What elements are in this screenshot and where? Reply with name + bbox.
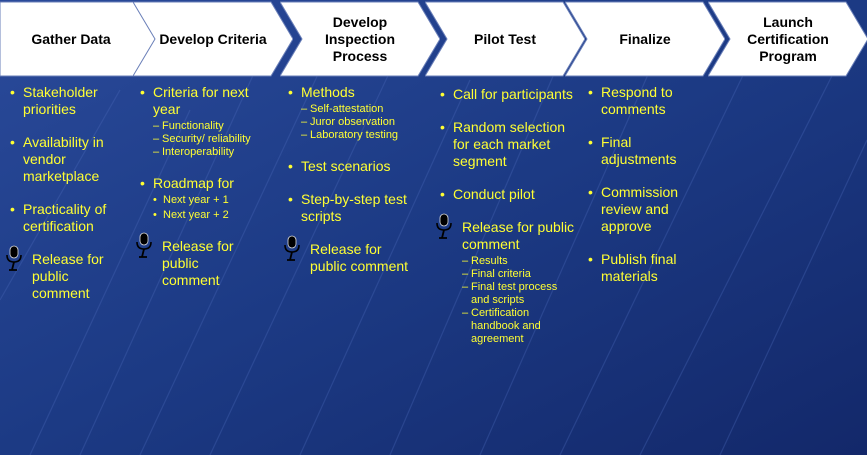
column-gather-data: Stakeholder priorities Availability in v… <box>6 84 130 318</box>
process-step: Pilot Test <box>425 0 585 78</box>
chevron-shape <box>425 1 585 77</box>
microphone-icon <box>284 235 300 261</box>
list-item: Step-by-step test scripts <box>288 191 413 225</box>
chevron-shape <box>708 1 867 77</box>
process-step: Develop Criteria <box>133 0 293 78</box>
list-item: Conduct pilot <box>440 186 575 203</box>
microphone-icon <box>136 232 152 258</box>
list-item: Release for public comment <box>284 235 413 275</box>
list-item: Release for public comment <box>136 232 260 289</box>
column-develop-criteria: Criteria for next year Functionality Sec… <box>136 84 260 305</box>
sub-item: Self-attestation <box>301 103 413 116</box>
column-inspection-process: Methods Self-attestation Juror observati… <box>284 84 413 291</box>
process-step: Develop Inspection Process <box>280 0 440 78</box>
sub-item: Final criteria <box>462 268 575 281</box>
sub-bullet: Next year + 1 <box>153 194 260 207</box>
process-step: Launch Certification Program <box>708 0 867 78</box>
list-item: Random selection for each market segment <box>440 119 575 170</box>
chevron-shape <box>133 1 293 77</box>
list-item: Final adjustments <box>588 134 698 168</box>
sub-item: Laboratory testing <box>301 129 413 142</box>
process-step: Finalize <box>565 0 725 78</box>
sub-item: Results <box>462 255 575 268</box>
list-item: Practicality of certification <box>10 201 130 235</box>
process-step-label: Gather Data <box>31 30 111 47</box>
sub-item: Juror observation <box>301 116 413 129</box>
list-item: Availability in vendor marketplace <box>10 134 130 185</box>
process-step-label: Pilot Test <box>474 30 536 47</box>
list-item: Criteria for next year Functionality Sec… <box>140 84 260 159</box>
microphone-icon <box>436 213 452 239</box>
list-item: Publish final materials <box>588 251 698 285</box>
chevron-shape <box>565 1 725 77</box>
list-item: Methods Self-attestation Juror observati… <box>288 84 413 142</box>
list-item: Release for public comment <box>6 245 130 302</box>
microphone-icon <box>6 245 22 271</box>
list-item: Call for participants <box>440 86 575 103</box>
list-item: Release for public comment Results Final… <box>436 213 575 346</box>
process-step-label: Develop Criteria <box>159 30 267 47</box>
list-item: Stakeholder priorities <box>10 84 130 118</box>
list-item: Test scenarios <box>288 158 413 175</box>
column-pilot-test: Call for participants Random selection f… <box>436 86 575 362</box>
list-item: Roadmap for Next year + 1 Next year + 2 <box>140 175 260 222</box>
list-item: Respond to comments <box>588 84 698 118</box>
sub-item: Final test process and scripts <box>462 281 575 307</box>
sub-item: Security/ reliability <box>153 133 260 146</box>
sub-bullet: Next year + 2 <box>153 209 260 222</box>
sub-item: Certification handbook and agreement <box>462 307 575 346</box>
column-finalize: Respond to comments Final adjustments Co… <box>588 84 698 301</box>
process-step-label: Finalize <box>619 30 671 47</box>
sub-item: Interoperability <box>153 146 260 159</box>
sub-item: Functionality <box>153 120 260 133</box>
chevron-shape <box>280 1 440 77</box>
process-step-label: Develop Inspection Process <box>324 13 395 64</box>
list-item: Commission review and approve <box>588 184 698 235</box>
process-step-label: Launch Certification Program <box>747 13 829 64</box>
